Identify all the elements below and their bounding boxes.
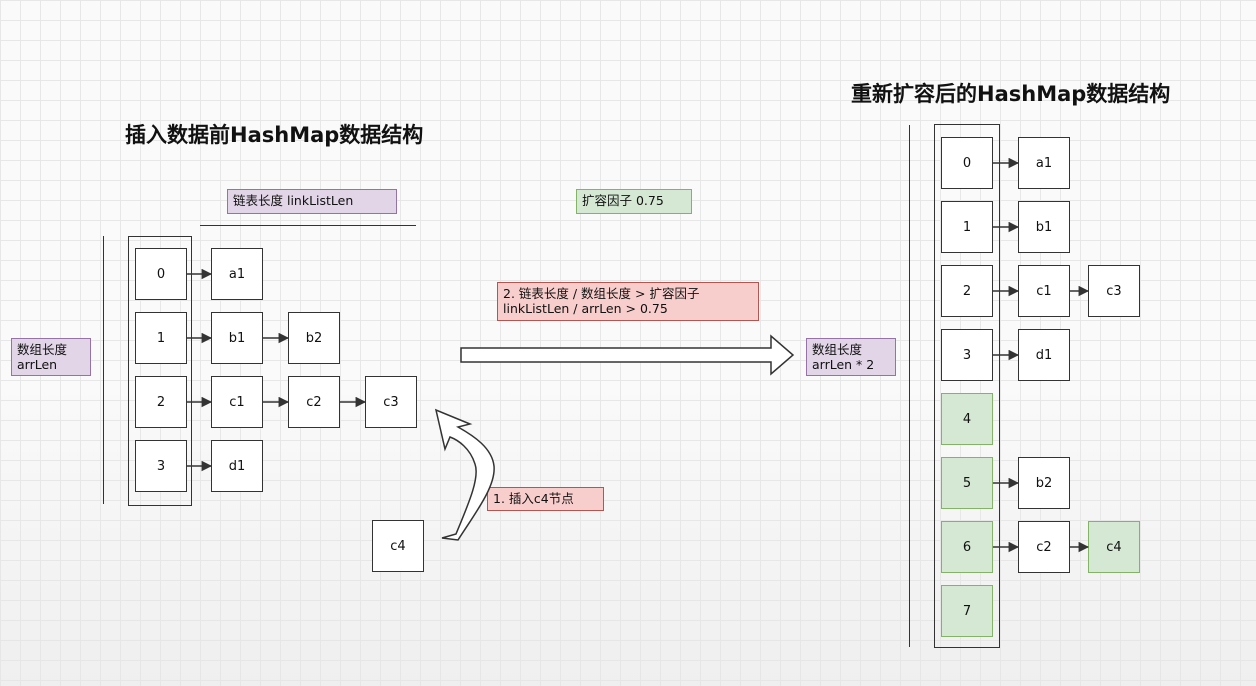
resize-condition-line1: 2. 链表长度 / 数组长度 > 扩容因子 bbox=[503, 286, 700, 301]
right-node-c3: c3 bbox=[1088, 265, 1140, 317]
right-bucket-0: 0 bbox=[941, 137, 993, 189]
left-bucket-0: 0 bbox=[135, 248, 187, 300]
left-title: 插入数据前HashMap数据结构 bbox=[125, 123, 424, 147]
left-node-c1: c1 bbox=[211, 376, 263, 428]
left-bucket-1: 1 bbox=[135, 312, 187, 364]
right-title: 重新扩容后的HashMap数据结构 bbox=[851, 82, 1171, 106]
right-array-length-label: 数组长度 arrLen * 2 bbox=[806, 338, 896, 376]
right-bucket-3: 3 bbox=[941, 329, 993, 381]
insert-arrow bbox=[434, 408, 495, 541]
right-node-c4: c4 bbox=[1088, 521, 1140, 573]
left-node-b2: b2 bbox=[288, 312, 340, 364]
left-node-c3: c3 bbox=[365, 376, 417, 428]
array-length-label-line1: 数组长度 bbox=[17, 342, 68, 357]
left-node-c2: c2 bbox=[288, 376, 340, 428]
left-bucket-3: 3 bbox=[135, 440, 187, 492]
left-node-a1: a1 bbox=[211, 248, 263, 300]
left-node-b1: b1 bbox=[211, 312, 263, 364]
right-node-c1: c1 bbox=[1018, 265, 1070, 317]
array-length-label-line2: arrLen bbox=[17, 357, 58, 372]
right-node-d1: d1 bbox=[1018, 329, 1070, 381]
right-array-length-line bbox=[909, 125, 910, 647]
chain-arrows bbox=[187, 157, 1090, 553]
left-bucket-2: 2 bbox=[135, 376, 187, 428]
right-bucket-5: 5 bbox=[941, 457, 993, 509]
right-node-b1: b1 bbox=[1018, 201, 1070, 253]
left-node-d1: d1 bbox=[211, 440, 263, 492]
left-array-frame bbox=[128, 236, 192, 506]
right-bucket-6: 6 bbox=[941, 521, 993, 573]
right-array-length-label-line2: arrLen * 2 bbox=[812, 357, 875, 372]
new-node-c4: c4 bbox=[372, 520, 424, 572]
link-list-length-label: 链表长度 linkListLen bbox=[227, 189, 397, 214]
array-length-label: 数组长度 arrLen bbox=[11, 338, 91, 376]
resize-arrow bbox=[460, 334, 795, 376]
right-bucket-1: 1 bbox=[941, 201, 993, 253]
right-bucket-4: 4 bbox=[941, 393, 993, 445]
right-array-length-label-line1: 数组长度 bbox=[812, 342, 863, 357]
right-bucket-2: 2 bbox=[941, 265, 993, 317]
insert-node-label: 1. 插入c4节点 bbox=[487, 487, 604, 511]
right-node-b2: b2 bbox=[1018, 457, 1070, 509]
link-list-length-line bbox=[200, 225, 416, 226]
right-node-a1: a1 bbox=[1018, 137, 1070, 189]
right-array-frame bbox=[934, 124, 1000, 648]
right-bucket-7: 7 bbox=[941, 585, 993, 637]
array-length-line bbox=[103, 236, 104, 504]
load-factor-label: 扩容因子 0.75 bbox=[576, 189, 692, 214]
resize-condition-line2: linkListLen / arrLen > 0.75 bbox=[503, 301, 668, 316]
resize-condition-label: 2. 链表长度 / 数组长度 > 扩容因子 linkListLen / arrL… bbox=[497, 282, 759, 321]
